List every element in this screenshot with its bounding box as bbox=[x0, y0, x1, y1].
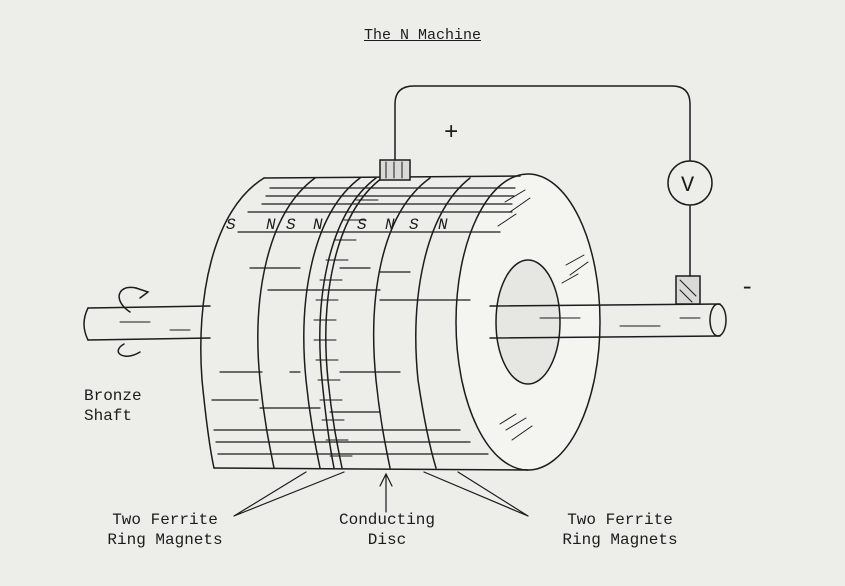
shaft-left bbox=[83, 305, 211, 341]
left-magnets-label-line2: Ring Magnets bbox=[107, 531, 223, 549]
rotation-arrow-icon bbox=[117, 286, 141, 357]
circuit-wire bbox=[394, 85, 691, 277]
pole-labels: S N S N S N S N bbox=[226, 216, 448, 234]
shaft-label-line2: Shaft bbox=[84, 407, 133, 425]
plus-sign: + bbox=[444, 120, 458, 147]
left-magnets-label-line1: Two Ferrite bbox=[112, 511, 218, 529]
face-shading bbox=[497, 189, 589, 441]
conducting-disc bbox=[303, 177, 383, 469]
pole-label: S bbox=[357, 216, 367, 234]
pole-label: N bbox=[438, 216, 448, 234]
shaft-label-line1: Bronze bbox=[84, 387, 142, 405]
rotation-arrowhead-icon bbox=[135, 287, 150, 299]
diagram-title: The N Machine bbox=[363, 27, 482, 44]
pole-label: N bbox=[313, 216, 323, 234]
voltmeter-icon[interactable] bbox=[667, 160, 713, 206]
right-magnets-label-line1: Two Ferrite bbox=[567, 511, 673, 529]
disc-label-line2: Disc bbox=[367, 531, 407, 549]
minus-sign: - bbox=[740, 275, 754, 302]
disc-label-line1: Conducting bbox=[338, 511, 435, 529]
pole-label: S bbox=[286, 216, 296, 234]
right-face-hole bbox=[495, 259, 561, 385]
callout-arrows bbox=[233, 471, 529, 517]
pole-label: N bbox=[385, 216, 395, 234]
pole-band bbox=[211, 187, 516, 455]
right-magnets-label-line2: Ring Magnets bbox=[562, 531, 678, 549]
pole-label: S bbox=[226, 216, 236, 234]
voltmeter-symbol: V bbox=[681, 173, 695, 198]
top-brush bbox=[379, 159, 411, 181]
pole-label: S bbox=[409, 216, 419, 234]
pole-label: N bbox=[266, 216, 276, 234]
